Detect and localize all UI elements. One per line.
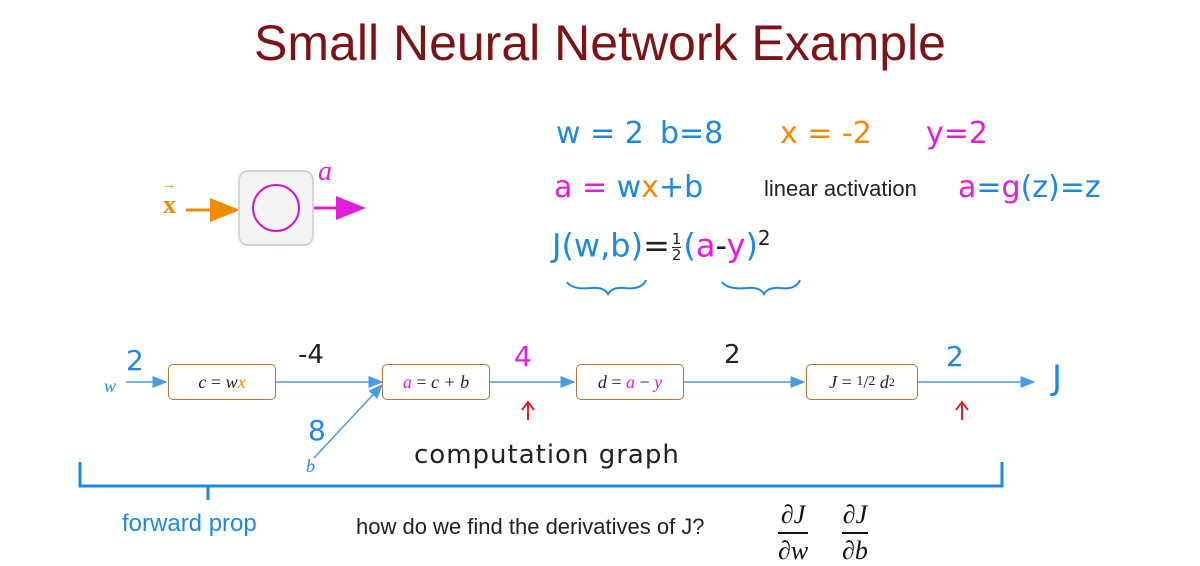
node-d: d = a − y xyxy=(576,364,684,400)
neuron-unit xyxy=(238,170,314,246)
edge-b xyxy=(313,383,384,459)
derivative-dJ-db: ∂J∂b xyxy=(842,500,868,565)
graph-b-label: b xyxy=(306,456,315,476)
forward-brace xyxy=(78,462,1004,488)
param-y: y=2 xyxy=(926,116,988,151)
neuron-circle-icon xyxy=(252,184,300,232)
param-w: w = 2 xyxy=(556,116,644,151)
edge4-value: 2 xyxy=(946,340,964,373)
derivative-dJ-dw: ∂J∂w xyxy=(778,500,809,565)
red-arrow-a xyxy=(521,400,535,420)
param-b: b=8 xyxy=(660,116,724,151)
edge2-value: 4 xyxy=(514,340,532,373)
graph-w-value: 2 xyxy=(126,344,144,377)
edge1-value: -4 xyxy=(298,340,324,370)
forward-prop-label: forward prop xyxy=(122,510,257,537)
activation-equation: a=g(z)=z xyxy=(958,170,1101,205)
graph-output-label: J xyxy=(1052,358,1063,398)
graph-w-label: w xyxy=(104,376,117,396)
question-text: how do we find the derivatives of J? xyxy=(356,514,705,539)
ay-underbrace xyxy=(721,279,801,297)
model-equation: a = wx+b xyxy=(554,170,704,205)
neuron-input-label: x xyxy=(163,190,176,219)
graph-b-value: 8 xyxy=(308,414,326,447)
vector-mark-icon: → xyxy=(162,178,176,193)
slide-title: Small Neural Network Example xyxy=(254,15,946,71)
node-a: a = c + b xyxy=(382,364,490,400)
red-arrow-J xyxy=(955,400,969,420)
activation-text: linear activation xyxy=(764,176,917,201)
wb-underbrace xyxy=(566,279,647,297)
graph-caption: computation graph xyxy=(414,440,680,470)
edge3-value: 2 xyxy=(724,340,741,370)
param-x: x = -2 xyxy=(780,116,872,151)
neuron-output-label: a xyxy=(318,156,332,187)
